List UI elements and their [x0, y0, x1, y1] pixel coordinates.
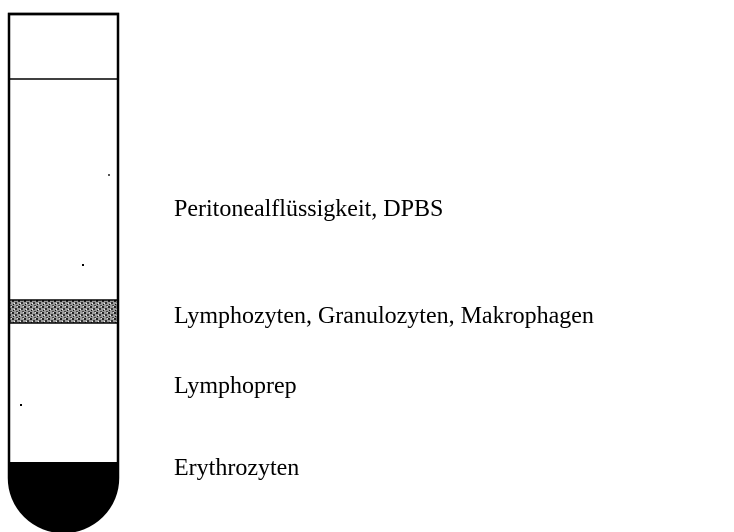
centrifuge-tube [0, 0, 130, 532]
label-peritoneal-fluid: Peritonealflüssigkeit, DPBS [174, 195, 443, 223]
label-cell-band: Lymphozyten, Granulozyten, Makrophagen [174, 302, 594, 330]
erythrocyte-pellet [9, 462, 118, 532]
tube-outline [9, 14, 118, 532]
label-lymphoprep: Lymphoprep [174, 372, 297, 400]
label-erythrocytes: Erythrozyten [174, 454, 299, 482]
cell-band [9, 300, 118, 323]
